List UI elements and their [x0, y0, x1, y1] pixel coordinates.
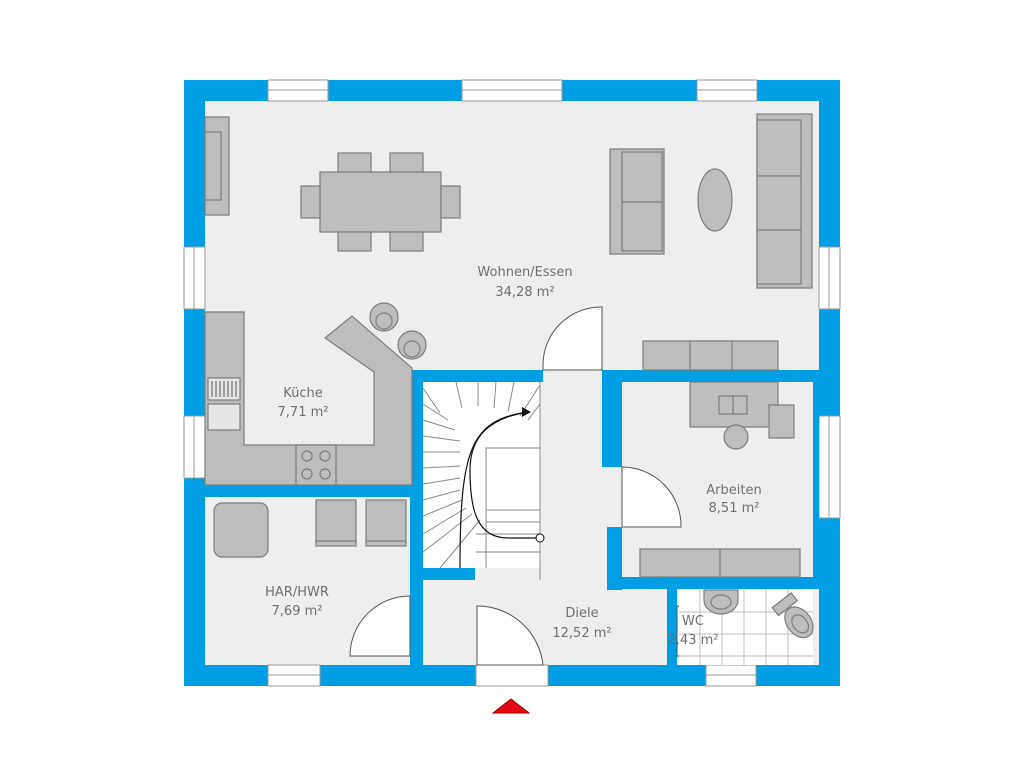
doors — [349, 306, 728, 666]
room-name-wohnen: Wohnen/Essen — [477, 265, 572, 280]
door-har-diele — [349, 595, 411, 657]
room-labels: Wohnen/Essen 34,28 m² Küche 7,71 m² Arbe… — [265, 265, 762, 648]
staircase — [422, 381, 541, 580]
dryer — [365, 499, 407, 544]
room-area-wohnen: 34,28 m² — [495, 285, 554, 300]
room-name-diele: Diele — [565, 606, 598, 621]
front-door-opening — [475, 664, 549, 687]
cooktop — [295, 444, 337, 486]
door-wohnen-diele — [542, 306, 603, 371]
washing-machine — [315, 499, 357, 544]
room-name-arbeiten: Arbeiten — [706, 483, 761, 498]
boiler — [213, 502, 269, 558]
furniture — [204, 113, 814, 639]
entrance-triangle-icon — [491, 698, 531, 714]
room-name-wc: WC — [682, 614, 704, 629]
kitchen-counter — [204, 311, 413, 486]
room-area-wc: 2,43 m² — [668, 633, 719, 648]
toilet — [771, 592, 799, 617]
office-chair — [723, 424, 749, 450]
dining-table — [319, 171, 442, 233]
door-entrance — [476, 605, 544, 666]
door-diele-arbeiten — [621, 466, 682, 528]
room-name-har: HAR/HWR — [265, 585, 329, 600]
coffee-table — [697, 168, 733, 232]
room-area-kueche: 7,71 m² — [278, 405, 329, 420]
interior-walls — [205, 370, 819, 665]
room-area-arbeiten: 8,51 m² — [709, 501, 760, 516]
room-name-kueche: Küche — [283, 386, 323, 401]
room-area-diele: 12,52 m² — [552, 626, 611, 641]
room-area-har: 7,69 m² — [272, 604, 323, 619]
